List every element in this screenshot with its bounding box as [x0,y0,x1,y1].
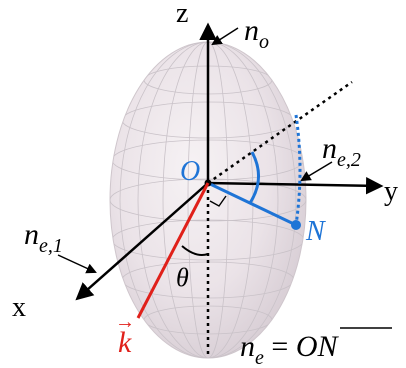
right-angle-marker [209,195,227,207]
dotted-diagonal-line [207,80,353,185]
axes [75,22,384,355]
point-n-dot [291,220,301,230]
labels: z y x no ne,1 ne,2 O N θ → k ne = ON [12,0,398,368]
n-o-label: no [244,14,269,53]
theta-arc [181,245,209,256]
ne-formula: ne = ON [240,327,392,368]
z-axis-label: z [176,0,188,29]
k-vector-label: k [118,326,132,359]
k-vector [136,182,210,319]
k-arrow-mark: → [115,311,135,333]
theta-label: θ [176,263,189,292]
origin-label: O [180,156,200,187]
on-segment [207,181,297,227]
ellipse-section-dotted [294,114,302,226]
y-axis [207,177,384,195]
n-e1-pointer [57,254,97,274]
y-axis-label: y [384,176,398,207]
angle-arc-blue [248,151,260,204]
ne-formula-text: ne = ON [240,330,339,368]
n-o-pointer [211,27,239,46]
n-e2-label: ne,2 [322,132,361,171]
point-n-label: N [305,216,326,247]
x-axis-label: x [12,292,26,323]
x-axis [75,182,209,301]
n-e2-pointer [300,161,333,182]
label-pointers [57,27,333,274]
n-e1-label: ne,1 [24,218,63,257]
on-construction [204,114,302,230]
